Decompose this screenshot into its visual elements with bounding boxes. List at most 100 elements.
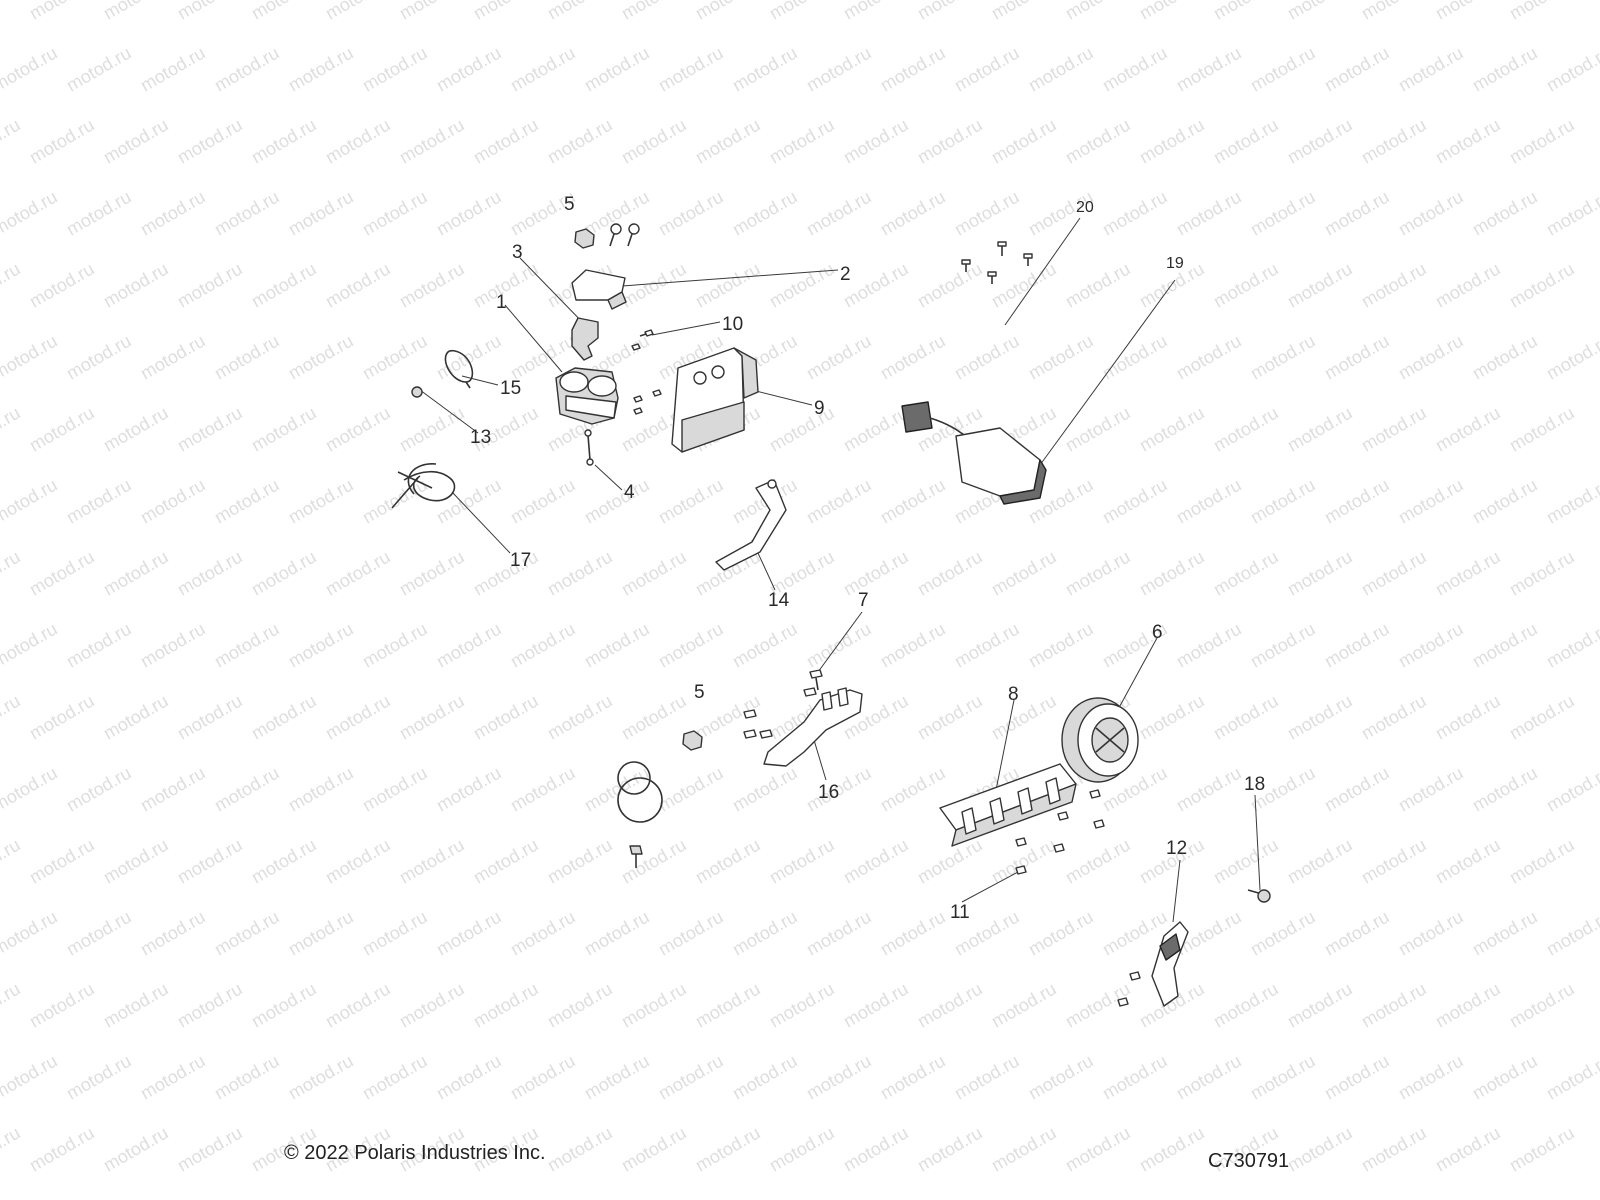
watermark-text: motod.ru xyxy=(803,619,875,672)
callout-19: 19 xyxy=(1166,255,1184,272)
watermark-text: motod.ru xyxy=(1358,0,1430,23)
watermark-text: motod.ru xyxy=(248,691,320,744)
pin-4 xyxy=(584,429,594,466)
watermark-text: motod.ru xyxy=(655,907,727,960)
watermark-text: motod.ru xyxy=(248,979,320,1032)
watermark-text: motod.ru xyxy=(1432,259,1504,312)
watermark-text: motod.ru xyxy=(581,1051,653,1104)
watermark-text: motod.ru xyxy=(951,187,1023,240)
watermark-text: motod.ru xyxy=(1469,619,1541,672)
watermark-text: motod.ru xyxy=(396,259,468,312)
watermark-text: motod.ru xyxy=(914,691,986,744)
watermark-text: motod.ru xyxy=(803,187,875,240)
watermark-text: motod.ru xyxy=(137,1051,209,1104)
watermark-text: motod.ru xyxy=(1321,907,1393,960)
watermark-text: motod.ru xyxy=(1136,691,1208,744)
watermark-text: motod.ru xyxy=(507,907,579,960)
watermark-text: motod.ru xyxy=(26,979,98,1032)
watermark-text: motod.ru xyxy=(988,1123,1060,1176)
watermark-text: motod.ru xyxy=(507,475,579,528)
watermark-text: motod.ru xyxy=(1395,331,1467,384)
watermark-layer: motod.ru motod.ru motod.ru motod.ru motod.ru… xyxy=(0,0,1600,1175)
watermark-text: motod.ru xyxy=(618,0,690,23)
watermark-text: motod.ru xyxy=(0,0,24,23)
watermark-text: motod.ru xyxy=(618,979,690,1032)
watermark-text: motod.ru xyxy=(1321,763,1393,816)
watermark-text: motod.ru xyxy=(433,907,505,960)
watermark-text: motod.ru xyxy=(877,619,949,672)
watermark-text: motod.ru xyxy=(359,331,431,384)
watermark-text: motod.ru xyxy=(914,979,986,1032)
watermark-text: motod.ru xyxy=(1432,979,1504,1032)
watermark-text: motod.ru xyxy=(877,907,949,960)
watermark-text: motod.ru xyxy=(766,835,838,888)
watermark-text: motod.ru xyxy=(211,619,283,672)
watermark-text: motod.ru xyxy=(1469,43,1541,96)
watermark-text: motod.ru xyxy=(0,907,61,960)
watermark-text: motod.ru xyxy=(1173,1051,1245,1104)
watermark-text: motod.ru xyxy=(729,187,801,240)
watermark-text: motod.ru xyxy=(1432,403,1504,456)
watermark-text: motod.ru xyxy=(1173,187,1245,240)
watermark-text: motod.ru xyxy=(581,763,653,816)
watermark-text: motod.ru xyxy=(285,331,357,384)
watermark-text: motod.ru xyxy=(692,259,764,312)
watermark-text: motod.ru xyxy=(729,1051,801,1104)
watermark-text: motod.ru xyxy=(1358,547,1430,600)
watermark-text: motod.ru xyxy=(1321,475,1393,528)
watermark-text: motod.ru xyxy=(1506,691,1578,744)
watermark-text: motod.ru xyxy=(1173,619,1245,672)
module-19 xyxy=(901,401,1047,505)
ecu-9 xyxy=(671,347,759,453)
watermark-text: motod.ru xyxy=(26,835,98,888)
watermark-text: motod.ru xyxy=(1247,475,1319,528)
watermark-text: motod.ru xyxy=(1136,403,1208,456)
watermark-text: motod.ru xyxy=(507,43,579,96)
watermark-text: motod.ru xyxy=(1506,403,1578,456)
watermark-text: motod.ru xyxy=(174,691,246,744)
watermark-text: motod.ru xyxy=(1321,43,1393,96)
watermark-text: motod.ru xyxy=(988,115,1060,168)
watermark-text: motod.ru xyxy=(803,475,875,528)
watermark-text: motod.ru xyxy=(322,403,394,456)
cable-tie-17 xyxy=(391,463,456,509)
watermark-text: motod.ru xyxy=(1506,1123,1578,1176)
watermark-text: motod.ru xyxy=(507,763,579,816)
watermark-text: motod.ru xyxy=(248,835,320,888)
watermark-text: motod.ru xyxy=(137,43,209,96)
watermark-text: motod.ru xyxy=(877,331,949,384)
watermark-text: motod.ru xyxy=(1395,475,1467,528)
watermark-text: motod.ru xyxy=(248,547,320,600)
watermark-text: motod.ru xyxy=(877,475,949,528)
harness-rings xyxy=(617,761,663,868)
throttle-body-6 xyxy=(1061,697,1139,783)
watermark-text: motod.ru xyxy=(581,907,653,960)
watermark-text: motod.ru xyxy=(1321,331,1393,384)
watermark-text: motod.ru xyxy=(100,403,172,456)
watermark-text: motod.ru xyxy=(1543,763,1600,816)
watermark-text: motod.ru xyxy=(137,475,209,528)
watermark-text: motod.ru xyxy=(1173,43,1245,96)
watermark-text: motod.ru xyxy=(174,547,246,600)
watermark-text: motod.ru xyxy=(1395,43,1467,96)
callout-20: 20 xyxy=(1076,199,1094,216)
watermark-text: motod.ru xyxy=(211,1051,283,1104)
watermark-text: motod.ru xyxy=(1062,547,1134,600)
watermark-text: motod.ru xyxy=(0,475,61,528)
fuel-rail-8 xyxy=(939,763,1077,847)
watermark-text: motod.ru xyxy=(951,1051,1023,1104)
callout-5a: 5 xyxy=(564,194,575,215)
watermark-text: motod.ru xyxy=(1210,115,1282,168)
watermark-text: motod.ru xyxy=(1173,331,1245,384)
watermark-text: motod.ru xyxy=(63,619,135,672)
watermark-text: motod.ru xyxy=(803,331,875,384)
watermark-text: motod.ru xyxy=(1469,763,1541,816)
bracket-14 xyxy=(715,479,787,571)
watermark-text: motod.ru xyxy=(1136,0,1208,23)
watermark-text: motod.ru xyxy=(1543,187,1600,240)
callout-12: 12 xyxy=(1166,838,1187,859)
watermark-text: motod.ru xyxy=(1284,115,1356,168)
watermark-text: motod.ru xyxy=(1543,331,1600,384)
watermark-text: motod.ru xyxy=(1506,259,1578,312)
watermark-text: motod.ru xyxy=(1321,619,1393,672)
